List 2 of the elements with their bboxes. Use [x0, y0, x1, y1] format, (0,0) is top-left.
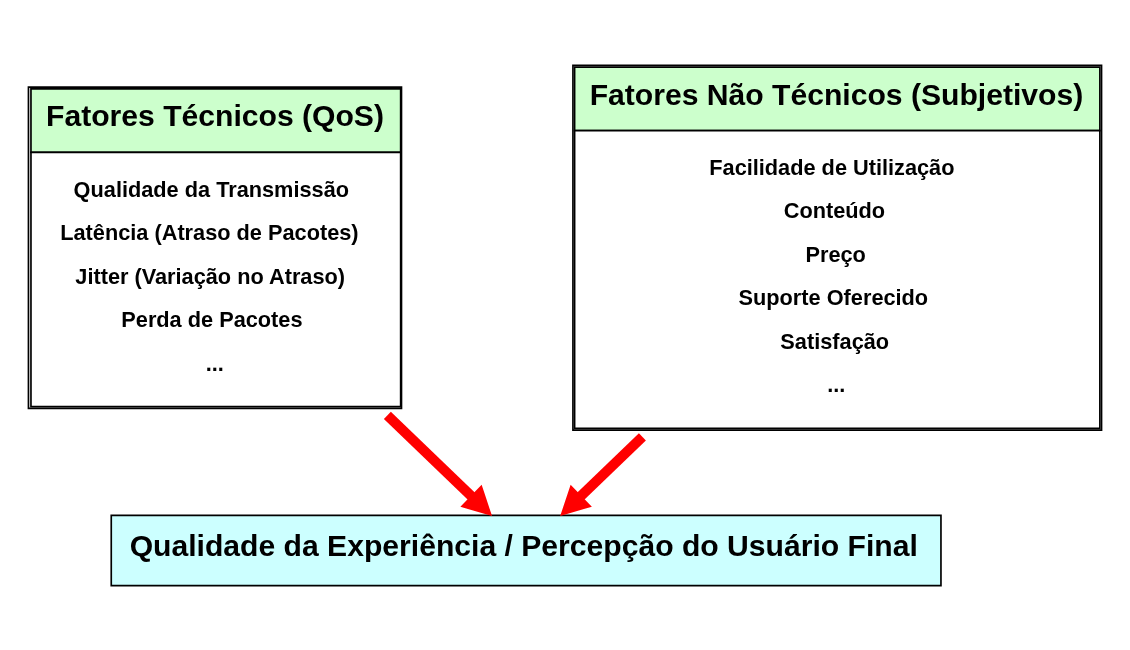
- arrow: [560, 432, 646, 516]
- arrow: [383, 411, 493, 516]
